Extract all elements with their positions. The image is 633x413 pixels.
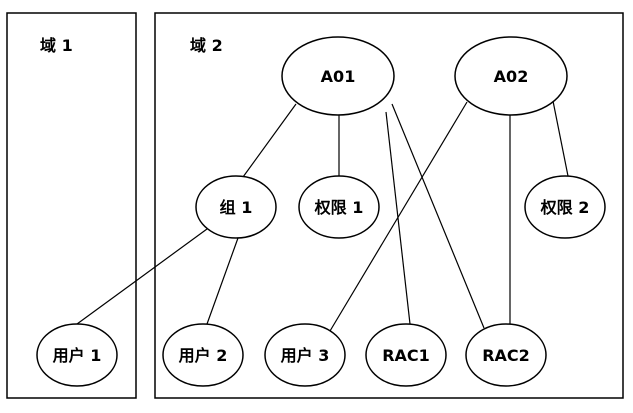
node-permission-1-label: 权限 1 xyxy=(314,198,364,217)
node-a01: A01 xyxy=(282,37,394,115)
node-group-1-label: 组 1 xyxy=(220,198,253,217)
node-rac2: RAC2 xyxy=(466,324,546,386)
node-user-1-label: 用户 1 xyxy=(53,346,102,365)
domain-2-label: 域 2 xyxy=(190,36,223,55)
node-user-1: 用户 1 xyxy=(37,324,117,386)
node-rac1-label: RAC1 xyxy=(382,346,430,365)
node-permission-2: 权限 2 xyxy=(525,176,605,238)
node-rac1: RAC1 xyxy=(366,324,446,386)
node-a01-label: A01 xyxy=(321,67,356,86)
node-user-2: 用户 2 xyxy=(163,324,243,386)
node-permission-1: 权限 1 xyxy=(299,176,379,238)
node-permission-2-label: 权限 2 xyxy=(540,198,590,217)
node-a02: A02 xyxy=(455,37,567,115)
node-group-1: 组 1 xyxy=(196,176,276,238)
node-a02-label: A02 xyxy=(494,67,529,86)
node-user-3: 用户 3 xyxy=(265,324,345,386)
node-user-3-label: 用户 3 xyxy=(281,346,330,365)
node-rac2-label: RAC2 xyxy=(482,346,530,365)
domain-1-label: 域 1 xyxy=(40,36,73,55)
node-user-2-label: 用户 2 xyxy=(179,346,228,365)
